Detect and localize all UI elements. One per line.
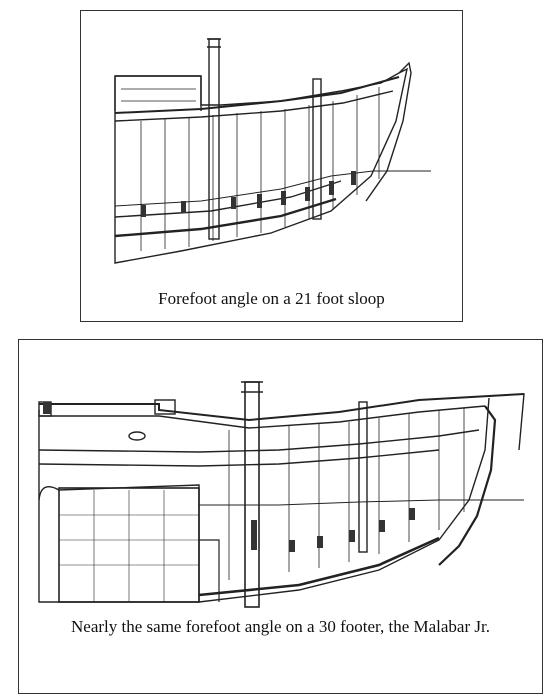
figure-panel-malabar-jr: Nearly the same forefoot angle on a 30 f… — [18, 339, 543, 694]
hull-drawing-21-foot-sloop — [114, 38, 431, 264]
figure-caption: Forefoot angle on a 21 foot sloop — [158, 289, 385, 308]
hull-drawing-malabar-jr — [38, 381, 525, 608]
figure-panel-21-foot-sloop: Forefoot angle on a 21 foot sloop — [80, 10, 463, 322]
figure-caption: Nearly the same forefoot angle on a 30 f… — [71, 617, 490, 636]
